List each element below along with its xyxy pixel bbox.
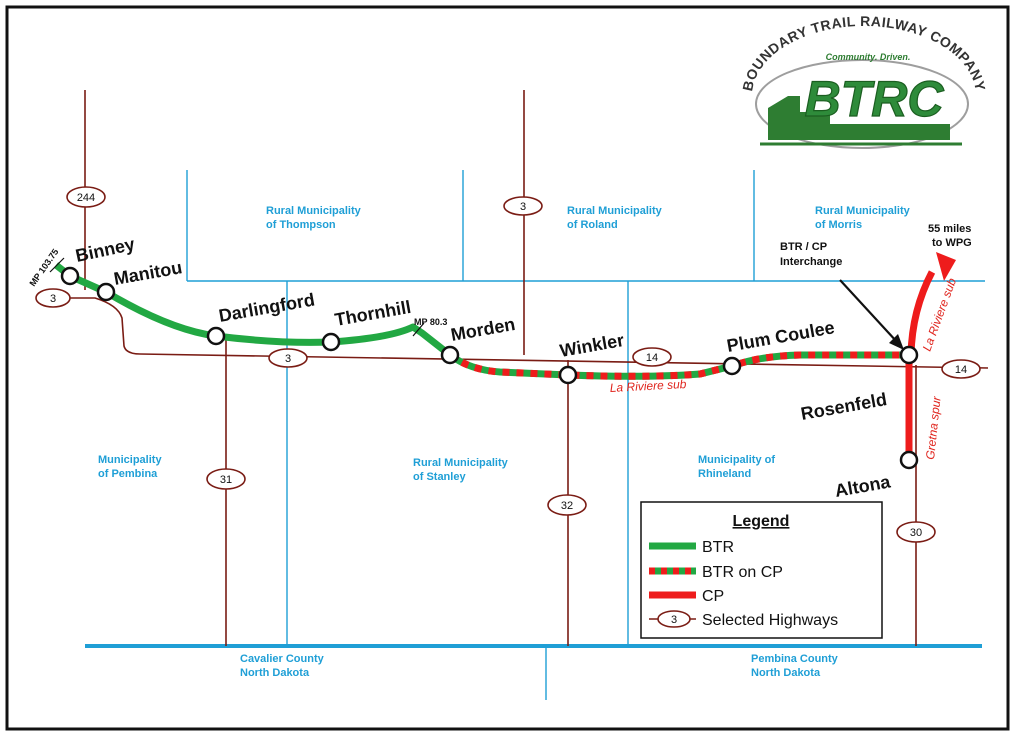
station-thornhill <box>321 332 341 352</box>
logo-initials: BTRC <box>805 71 945 127</box>
legend-label-btr: BTR <box>702 539 734 556</box>
highway-marker-14-mid: 14 <box>632 347 672 367</box>
svg-text:244: 244 <box>77 192 95 204</box>
station-manitou <box>96 282 116 302</box>
svg-text:14: 14 <box>646 352 658 364</box>
municipality-morris-line2: of Morris <box>815 219 862 231</box>
municipality-stanley-line1: Rural Municipality <box>413 457 509 469</box>
municipality-pembina-line1: Municipality <box>98 454 162 466</box>
legend-label-highways: Selected Highways <box>702 612 838 629</box>
milepost-tick-west <box>49 257 65 273</box>
municipality-thompson-line1: Rural Municipality <box>266 205 362 217</box>
svg-text:14: 14 <box>955 364 967 376</box>
county-pembina-line1: Pembina County <box>751 653 839 665</box>
interchange-label-line2: Interchange <box>780 256 842 268</box>
station-winkler <box>558 365 578 385</box>
legend-highway-marker-number: 3 <box>671 614 677 626</box>
cp-arrow-to-wpg <box>936 252 956 281</box>
logo-train-icon <box>768 96 950 140</box>
municipality-rhineland-line1: Municipality of <box>698 454 775 466</box>
municipality-pembina-line2: of Pembina <box>98 468 158 480</box>
interchange-pointer-head <box>889 334 904 350</box>
legend-label-cp: CP <box>702 588 724 605</box>
milepost-east-label: MP 80.3 <box>414 317 447 327</box>
municipality-roland-line2: of Roland <box>567 219 618 231</box>
station-morden <box>440 345 460 365</box>
county-pembina-line2: North Dakota <box>751 667 821 679</box>
county-cavalier-line2: North Dakota <box>240 667 310 679</box>
svg-text:31: 31 <box>220 474 232 486</box>
subdivision-label-gretna-spur: Gretna spur <box>923 395 944 460</box>
highway-marker-32: 32 <box>547 494 587 516</box>
svg-text:3: 3 <box>285 353 291 365</box>
legend-symbol-highway-marker <box>657 610 691 628</box>
svg-text:30: 30 <box>910 527 922 539</box>
btr-on-cp-line-dashes <box>447 351 909 380</box>
highway-marker-3-mid: 3 <box>268 348 308 368</box>
highway-marker-30: 30 <box>896 521 936 543</box>
highway-marker-14-east: 14 <box>941 359 981 379</box>
municipality-morris-line1: Rural Municipality <box>815 205 911 217</box>
subdivision-label-la-riviere-main: La Riviere sub <box>609 377 687 395</box>
legend-title: Legend <box>733 513 790 530</box>
municipality-rhineland-line2: Rhineland <box>698 468 751 480</box>
highway-marker-31: 31 <box>206 468 246 490</box>
county-cavalier-line1: Cavalier County <box>240 653 325 665</box>
station-rosenfeld <box>899 345 919 365</box>
station-altona <box>899 450 919 470</box>
svg-text:32: 32 <box>561 500 573 512</box>
milepost-tick-east <box>412 322 425 337</box>
municipality-stanley-line2: of Stanley <box>413 471 466 483</box>
highway-marker-244: 244 <box>66 186 106 208</box>
station-darlingford <box>206 326 226 346</box>
station-binney <box>60 266 80 286</box>
station-plum-coulee <box>722 356 742 376</box>
interchange-label-line1: BTR / CP <box>780 241 827 253</box>
logo-tagline: Community. Driven. <box>826 52 911 62</box>
svg-text:3: 3 <box>520 201 526 213</box>
municipality-thompson-line2: of Thompson <box>266 219 336 231</box>
municipality-roland-line1: Rural Municipality <box>567 205 663 217</box>
interchange-pointer-arrow <box>839 279 898 343</box>
legend-label-btr-on-cp: BTR on CP <box>702 564 783 581</box>
highway-marker-3-north: 3 <box>503 196 543 216</box>
legend: Legend BTR BTR on CP CP 3 Selected Highw… <box>640 501 883 639</box>
svg-text:3: 3 <box>50 293 56 305</box>
to-wpg-label-line2: to WPG <box>932 237 972 249</box>
highway-marker-3-west: 3 <box>35 288 71 308</box>
btr-line <box>53 262 453 358</box>
to-wpg-label-line1: 55 miles <box>928 223 971 235</box>
